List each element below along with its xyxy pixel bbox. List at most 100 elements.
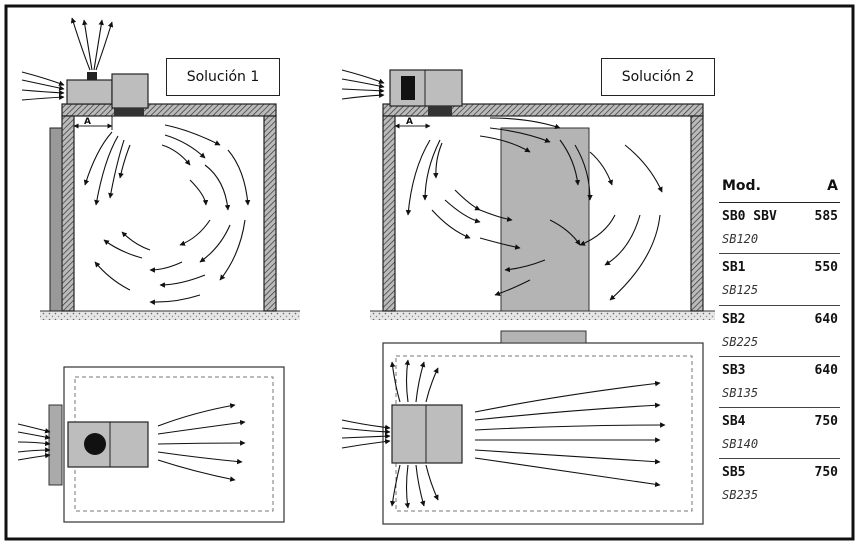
- airflow-arrow: [189, 179, 209, 206]
- airflow-arrow: [444, 199, 481, 224]
- airflow-arrow: [199, 224, 231, 263]
- solution1-label: Solución 1: [166, 58, 280, 96]
- airflow-arrow: [94, 261, 131, 291]
- airflow-arrow: [604, 214, 641, 266]
- airflow-arrow: [479, 237, 521, 250]
- airflow-arrow: [504, 259, 546, 273]
- airflow-arrow: [341, 69, 385, 84]
- room-right-wall: [690, 115, 704, 312]
- solution1-side-view: [40, 72, 300, 320]
- evaporator-grille: [428, 106, 452, 116]
- row-submodel: SB120: [722, 232, 759, 246]
- ground-strip: [370, 311, 715, 320]
- airflow-arrow: [341, 78, 385, 89]
- row-model: SB4: [722, 414, 746, 430]
- airflow-arrow: [157, 451, 243, 465]
- airflow-arrow: [474, 380, 661, 413]
- airflow-arrow: [17, 423, 51, 434]
- row-model: SB3: [722, 362, 746, 378]
- airflow-arrow: [574, 144, 593, 201]
- airflow-arrow: [159, 274, 206, 288]
- airflow-arrow: [108, 139, 125, 199]
- airflow-arrow: [341, 433, 391, 439]
- airflow-arrow: [415, 361, 426, 403]
- wall-section: [48, 404, 63, 486]
- room-ceiling: [61, 103, 277, 117]
- airflow-arrow: [341, 92, 385, 100]
- model-table-header: Mod. A: [719, 178, 840, 203]
- airflow-arrow: [157, 419, 246, 435]
- airflow-arrow: [70, 17, 91, 71]
- airflow-arrow: [489, 127, 551, 143]
- shelving-top: [500, 330, 587, 344]
- airflow-arrow: [118, 144, 131, 179]
- airflow-arrow: [579, 214, 616, 246]
- row-submodel: SB140: [722, 437, 759, 452]
- airflow-arrow: [204, 164, 231, 211]
- airflow-arrow: [425, 464, 439, 501]
- unit-top: [67, 421, 149, 468]
- external-pillar: [49, 127, 63, 312]
- airflow-arrow: [479, 135, 531, 153]
- row-value: 550: [814, 260, 838, 276]
- row-value: 640: [814, 362, 838, 378]
- airflow-arrow: [95, 21, 114, 71]
- airflow-arrow: [474, 457, 661, 488]
- row-submodel: SB125: [722, 283, 759, 298]
- room-left-wall: [61, 115, 75, 312]
- airflow-arrow: [494, 279, 531, 297]
- airflow-arrow: [474, 422, 666, 431]
- airflow-arrow: [21, 89, 65, 96]
- airflow-arrow: [405, 139, 431, 216]
- fan-top: [87, 72, 97, 80]
- solution2-label: Solución 2: [601, 58, 715, 96]
- airflow-arrow: [404, 359, 410, 403]
- room-ceiling: [382, 103, 704, 117]
- airflow-arrow: [589, 151, 613, 186]
- airflow-arrow: [474, 449, 661, 465]
- airflow-arrow: [17, 447, 51, 453]
- dimension-label-1: A: [84, 117, 91, 127]
- row-value: 585: [814, 209, 838, 224]
- row-model: SB2: [722, 311, 746, 327]
- shelving: [500, 127, 590, 312]
- airflow-arrow: [415, 464, 426, 507]
- row-model: SB5: [722, 465, 746, 481]
- fan-circle: [84, 433, 106, 455]
- airflow-arrow: [219, 219, 246, 281]
- airflow-arrow: [94, 135, 119, 206]
- airflow-arrow: [83, 131, 113, 186]
- airflow-arrow: [227, 149, 251, 206]
- airflow-arrow: [549, 219, 581, 246]
- airflow-arrow: [157, 440, 246, 446]
- airflow-arrow: [21, 71, 65, 86]
- airflow-arrow: [479, 209, 513, 222]
- airflow-arrow: [341, 419, 391, 431]
- airflow-arrow: [161, 144, 191, 166]
- airflow-arrow: [157, 459, 236, 482]
- airflow-arrow: [432, 142, 443, 179]
- airflow-arrow: [474, 402, 661, 421]
- evaporator-unit: [111, 73, 149, 109]
- dimension-label-2: A: [406, 117, 413, 127]
- airflow-arrow: [404, 464, 410, 509]
- airflow-arrow: [341, 87, 385, 94]
- solution1-top-view: [48, 366, 285, 523]
- airflow-arrow: [341, 438, 391, 449]
- airflow-arrow: [157, 403, 236, 427]
- outer-frame: [4, 4, 855, 541]
- airflow-arrow: [93, 19, 104, 71]
- row-submodel: SB225: [722, 334, 759, 349]
- table-row: SB1 550 SB125: [719, 254, 840, 306]
- monoblock-unit: [389, 69, 463, 107]
- airflow-arrow: [17, 440, 51, 447]
- evaporator-grille: [114, 108, 144, 116]
- room-right-wall: [263, 115, 277, 312]
- airflow-arrow: [389, 464, 401, 507]
- row-model: SB1: [722, 260, 746, 276]
